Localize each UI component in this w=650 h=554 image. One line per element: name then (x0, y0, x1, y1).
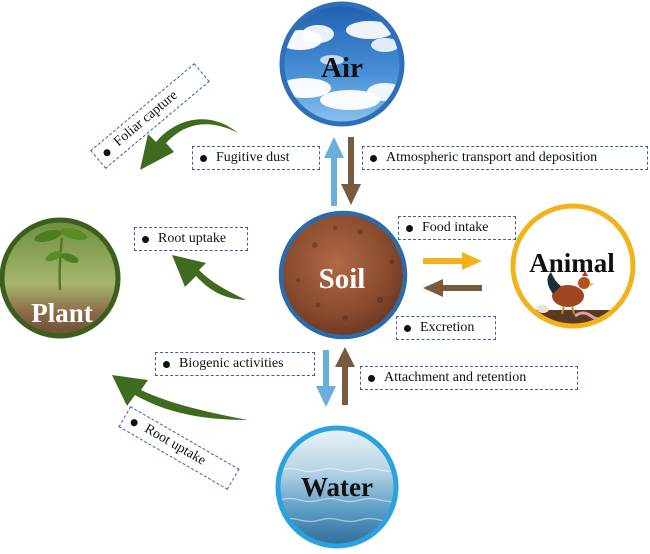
bullet-icon (129, 417, 140, 428)
cloud-icon (282, 21, 402, 110)
label-text: Excretion (420, 320, 475, 335)
soil-water-arrows (316, 347, 355, 407)
green-arrow-biogenic (112, 375, 248, 420)
water-title: Water (301, 472, 373, 502)
label-text: Food intake (422, 220, 489, 235)
label-fugitive-dust: Fugitive dust (192, 146, 320, 170)
animal-title: Animal (529, 248, 615, 278)
soil-node: Soil (278, 210, 408, 340)
up-arrow-to-soil (335, 347, 355, 405)
green-arrow-foliar (140, 119, 238, 170)
soil-title: Soil (319, 263, 366, 295)
soil-animal-arrows (423, 252, 482, 297)
label-food-intake: Food intake (398, 216, 516, 240)
waves-icon (279, 467, 396, 523)
label-text: Root uptake (158, 231, 227, 246)
label-text: Attachment and retention (384, 370, 527, 385)
bullet-icon (200, 154, 207, 162)
air-soil-arrows (324, 137, 361, 206)
air-title: Air (321, 52, 363, 84)
label-text: Atmospheric transport and deposition (386, 150, 598, 165)
bullet-icon (163, 360, 170, 368)
right-arrow-to-animal (423, 252, 482, 270)
seedling-icon (34, 227, 88, 291)
egg-icon (537, 305, 549, 313)
bullet-icon (406, 224, 413, 232)
bullet-icon (370, 154, 377, 162)
bullet-icon (404, 324, 411, 332)
bullet-icon (101, 147, 112, 158)
water-node: Water (275, 425, 399, 549)
down-arrow-to-water (316, 350, 336, 407)
green-arrow-root-uptake (172, 255, 246, 300)
bullet-icon (368, 374, 375, 382)
rooster-icon (547, 271, 594, 315)
air-node: Air (279, 1, 405, 127)
plant-title: Plant (31, 298, 93, 328)
label-biogenic-activities: Biogenic activities (155, 352, 315, 376)
animal-node: Animal (510, 203, 636, 329)
label-root-uptake-soil: Root uptake (134, 227, 248, 251)
label-attachment-retention: Attachment and retention (360, 366, 578, 390)
bullet-icon (142, 235, 149, 243)
label-atmospheric-transport: Atmospheric transport and deposition (362, 146, 648, 170)
down-arrow-to-soil (341, 137, 361, 205)
label-text: Fugitive dust (216, 150, 290, 165)
label-text: Biogenic activities (179, 356, 284, 371)
label-excretion: Excretion (396, 316, 496, 340)
plant-node: Plant (0, 217, 121, 339)
left-arrow-to-soil (423, 279, 482, 297)
up-arrow-to-air (324, 137, 344, 206)
